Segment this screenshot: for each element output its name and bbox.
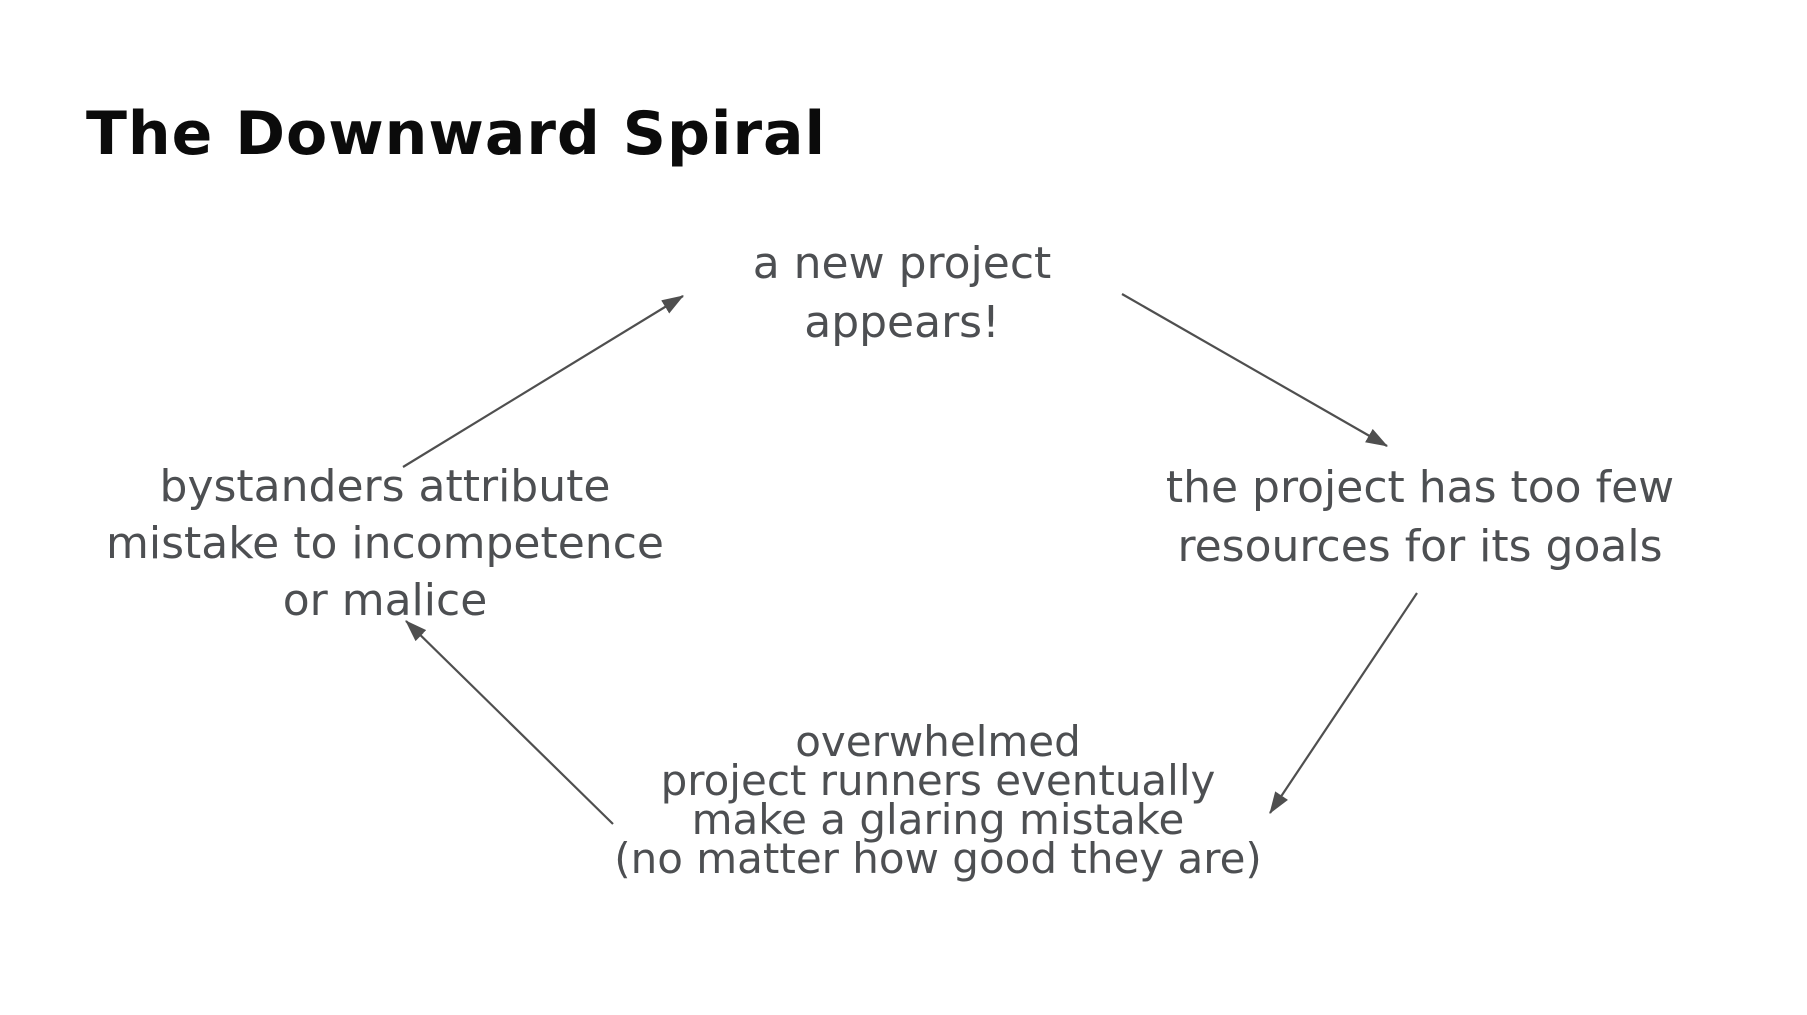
node-bystanders-attribute-line-3: or malice — [282, 575, 488, 626]
node-glaring-mistake-line-1: overwhelmed — [795, 717, 1081, 766]
arrow-bottom-to-left — [405, 620, 614, 825]
arrow-left-to-top — [402, 295, 684, 468]
node-too-few-resources: the project has too few resources for it… — [1166, 458, 1674, 576]
arrow-top-to-right — [1121, 293, 1388, 447]
node-new-project-line-1: a new project — [752, 238, 1052, 289]
node-new-project-line-2: appears! — [804, 297, 1000, 348]
node-new-project: a new project appears! — [753, 234, 1052, 352]
diagram-title: The Downward Spiral — [86, 99, 827, 169]
node-glaring-mistake-line-4: (no matter how good they are) — [614, 834, 1262, 883]
node-glaring-mistake-line-3: make a glaring mistake — [691, 795, 1185, 844]
node-bystanders-attribute: bystanders attribute mistake to incompet… — [106, 458, 664, 629]
node-too-few-resources-line-2: resources for its goals — [1177, 521, 1663, 572]
node-too-few-resources-line-1: the project has too few — [1165, 462, 1675, 513]
node-bystanders-attribute-line-1: bystanders attribute — [159, 461, 611, 512]
arrow-right-to-bottom — [1269, 592, 1418, 814]
node-glaring-mistake: overwhelmed project runners eventually m… — [614, 717, 1262, 883]
node-bystanders-attribute-line-2: mistake to incompetence — [106, 518, 664, 569]
node-glaring-mistake-line-2: project runners eventually — [660, 756, 1216, 805]
